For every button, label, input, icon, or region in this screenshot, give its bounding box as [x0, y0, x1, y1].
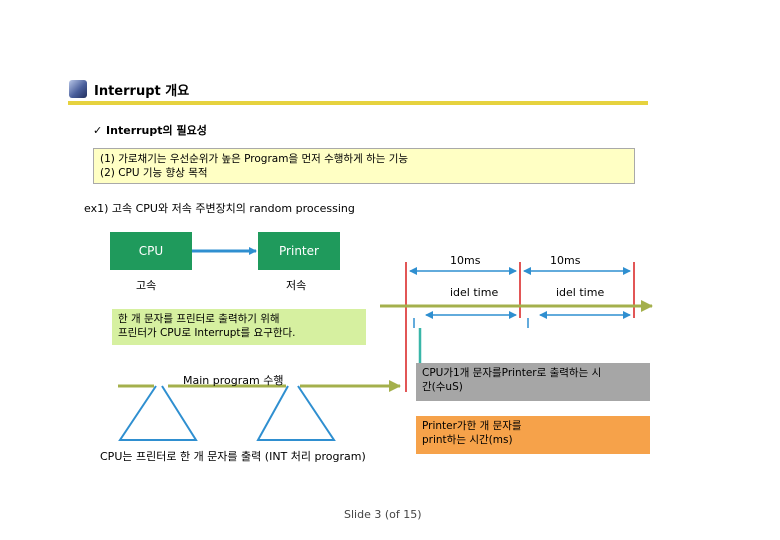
gray-note-line-1: CPU가1개 문자를Printer로 출력하는 시 — [422, 367, 602, 379]
orange-note-line-1: Printer가한 개 문자를 — [422, 420, 522, 432]
request-line-1: 한 개 문자를 프린터로 출력하기 위해 — [118, 313, 280, 325]
request-line-2: 프린터가 CPU로 Interrupt를 요구한다. — [118, 327, 296, 339]
title-divider — [68, 101, 648, 105]
cpu-block: CPU — [110, 232, 192, 270]
description-line-1: (1) 가로채기는 우선순위가 높은 Program을 먼저 수행하게 하는 기… — [100, 153, 409, 165]
interrupt-request-note: 한 개 문자를 프린터로 출력하기 위해 프린터가 CPU로 Interrupt… — [112, 309, 366, 345]
orange-note-line-2: print하는 시간(ms) — [422, 434, 513, 446]
interval-label-2: 10ms — [550, 254, 581, 267]
slide-counter: Slide 3 (of 15) — [344, 508, 422, 521]
main-program-label: Main program 수행 — [183, 374, 284, 387]
interrupt-handler-label: CPU는 프린터로 한 개 문자를 출력 (INT 처리 program) — [100, 450, 366, 463]
gray-note-line-2: 간(수uS) — [422, 381, 463, 393]
idle-label-1: idel time — [450, 286, 499, 299]
interrupt-handler-triangle-1 — [118, 385, 198, 441]
interval-label-1: 10ms — [450, 254, 481, 267]
idle-label-2: idel time — [556, 286, 605, 299]
printer-speed-label: 저속 — [286, 279, 307, 292]
description-box: (1) 가로채기는 우선순위가 높은 Program을 먼저 수행하게 하는 기… — [93, 148, 635, 184]
section-subtitle: ✓ Interrupt의 필요성 — [93, 124, 207, 137]
cpu-speed-label: 고속 — [136, 279, 157, 292]
description-line-2: (2) CPU 기능 향상 목적 — [100, 167, 208, 179]
page-title: Interrupt 개요 — [94, 84, 190, 99]
example-caption: ex1) 고속 CPU와 저속 주변장치의 random processing — [84, 202, 355, 215]
title-icon — [69, 80, 87, 98]
printer-block: Printer — [258, 232, 340, 270]
printer-print-time-note: Printer가한 개 문자를 print하는 시간(ms) — [416, 416, 650, 454]
cpu-output-time-note: CPU가1개 문자를Printer로 출력하는 시 간(수uS) — [416, 363, 650, 401]
interrupt-handler-triangle-2 — [256, 385, 336, 441]
